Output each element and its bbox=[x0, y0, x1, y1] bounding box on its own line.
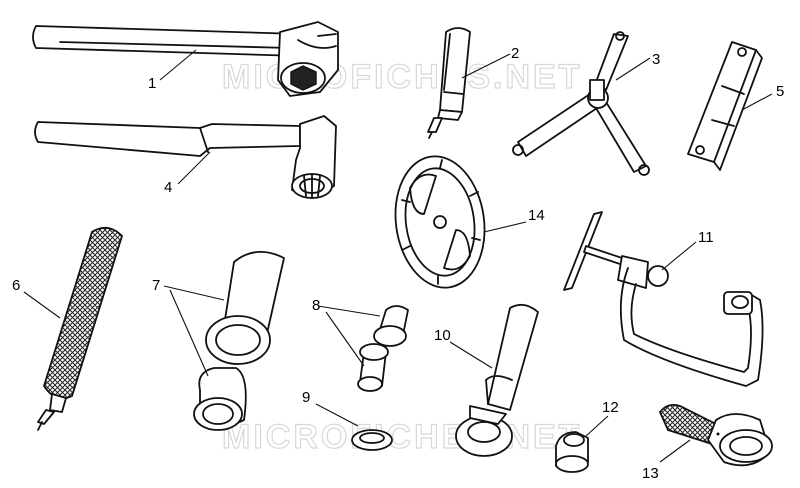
tool-5-flat-bar-tool bbox=[687, 41, 763, 171]
tool-14-degree-wheel bbox=[394, 155, 486, 289]
watermark-top: MICROFICHES.NET bbox=[222, 58, 582, 96]
leader-lines bbox=[23, 49, 773, 463]
tool-8-stepped-drifts bbox=[357, 305, 409, 392]
callout-14: 14 bbox=[528, 207, 545, 224]
tool-11-c-clamp bbox=[563, 211, 764, 387]
callout-3: 3 bbox=[652, 51, 660, 68]
callout-6: 6 bbox=[12, 277, 20, 294]
tool-12-bushing bbox=[555, 431, 589, 473]
callout-7: 7 bbox=[152, 277, 160, 294]
callout-12: 12 bbox=[602, 399, 619, 416]
callout-1: 1 bbox=[148, 75, 156, 92]
tool-3-three-leg-puller bbox=[512, 31, 650, 176]
callout-8: 8 bbox=[312, 297, 320, 314]
callout-13: 13 bbox=[642, 465, 659, 482]
tool-13-knurled-screw bbox=[658, 403, 773, 467]
callout-labels: 1 4 2 3 5 6 7 8 9 10 11 12 13 14 bbox=[12, 45, 784, 482]
tool-4-offset-socket-wrench bbox=[34, 115, 337, 199]
tool-6-knurled-hammer bbox=[37, 226, 124, 431]
callout-2: 2 bbox=[511, 45, 519, 62]
tool-7-sleeves bbox=[193, 251, 285, 431]
callout-11: 11 bbox=[698, 229, 714, 246]
callout-10: 10 bbox=[434, 327, 451, 344]
tool-2-drift bbox=[427, 27, 471, 139]
tool-10-headed-drift bbox=[455, 303, 539, 457]
tool-1-box-wrench bbox=[32, 21, 339, 97]
callout-4: 4 bbox=[164, 179, 172, 196]
callout-5: 5 bbox=[776, 83, 784, 100]
tool-9-washer bbox=[351, 429, 393, 451]
watermark-bottom: MICROFICHES.NET bbox=[222, 418, 582, 456]
callout-9: 9 bbox=[302, 389, 310, 406]
